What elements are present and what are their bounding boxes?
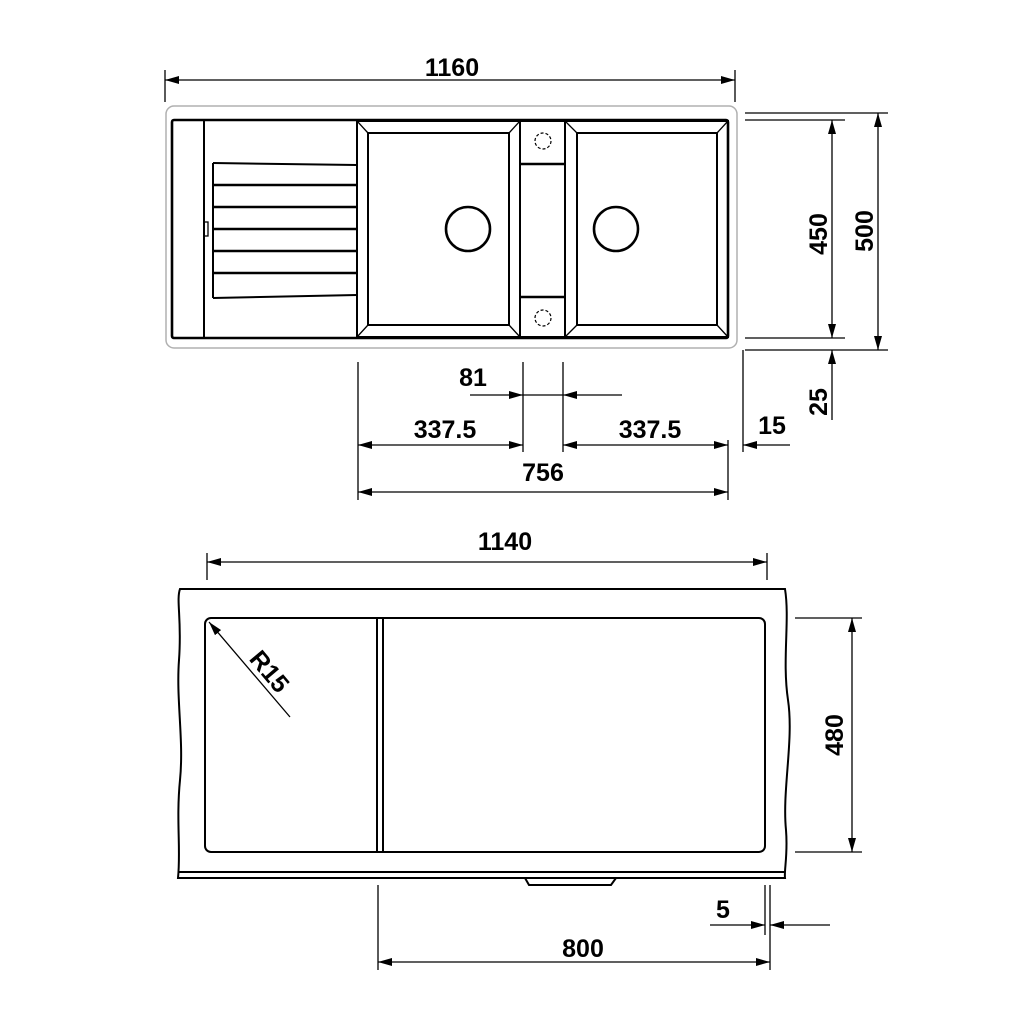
bowl-left bbox=[356, 120, 521, 338]
drainboard bbox=[203, 120, 358, 338]
dimension-label-bowl-depth: 450 bbox=[805, 213, 833, 255]
dimension-label-edge-offset: 5 bbox=[716, 896, 730, 924]
cutout-rect bbox=[204, 617, 766, 853]
dimension-label-cutout-depth: 480 bbox=[821, 714, 849, 756]
overflow-tab bbox=[524, 877, 617, 886]
cutout-view: 1140 R15 480 5 800 bbox=[176, 528, 862, 970]
dimension-label-left-bowl: 337.5 bbox=[414, 416, 477, 444]
tap-hole-icon bbox=[534, 309, 552, 327]
drain-icon bbox=[444, 205, 492, 253]
radius-label: R15 bbox=[244, 645, 295, 698]
dimension-label-front-offset: 25 bbox=[805, 388, 833, 416]
bowl-right bbox=[564, 120, 729, 338]
dimension-label-bowls-total: 756 bbox=[522, 459, 564, 487]
tap-hole-icon bbox=[534, 132, 552, 150]
sink-outline bbox=[165, 105, 738, 349]
dimension-label-overall-width: 1160 bbox=[425, 54, 479, 82]
dimension-label-divider-width: 81 bbox=[459, 364, 487, 392]
drain-icon bbox=[592, 205, 640, 253]
dimension-label-cutout-width: 1140 bbox=[478, 528, 532, 556]
dimension-label-edge-offset: 15 bbox=[758, 412, 786, 440]
dimension-label-overall-depth: 500 bbox=[851, 210, 879, 252]
countertop-outline bbox=[176, 588, 791, 879]
top-view: 1160 bbox=[164, 54, 888, 500]
radius-leader bbox=[208, 621, 291, 718]
dimension-label-right-bowl: 337.5 bbox=[619, 416, 682, 444]
dimension-label-bowl-section: 800 bbox=[562, 935, 604, 963]
bowl-divider bbox=[519, 120, 566, 338]
